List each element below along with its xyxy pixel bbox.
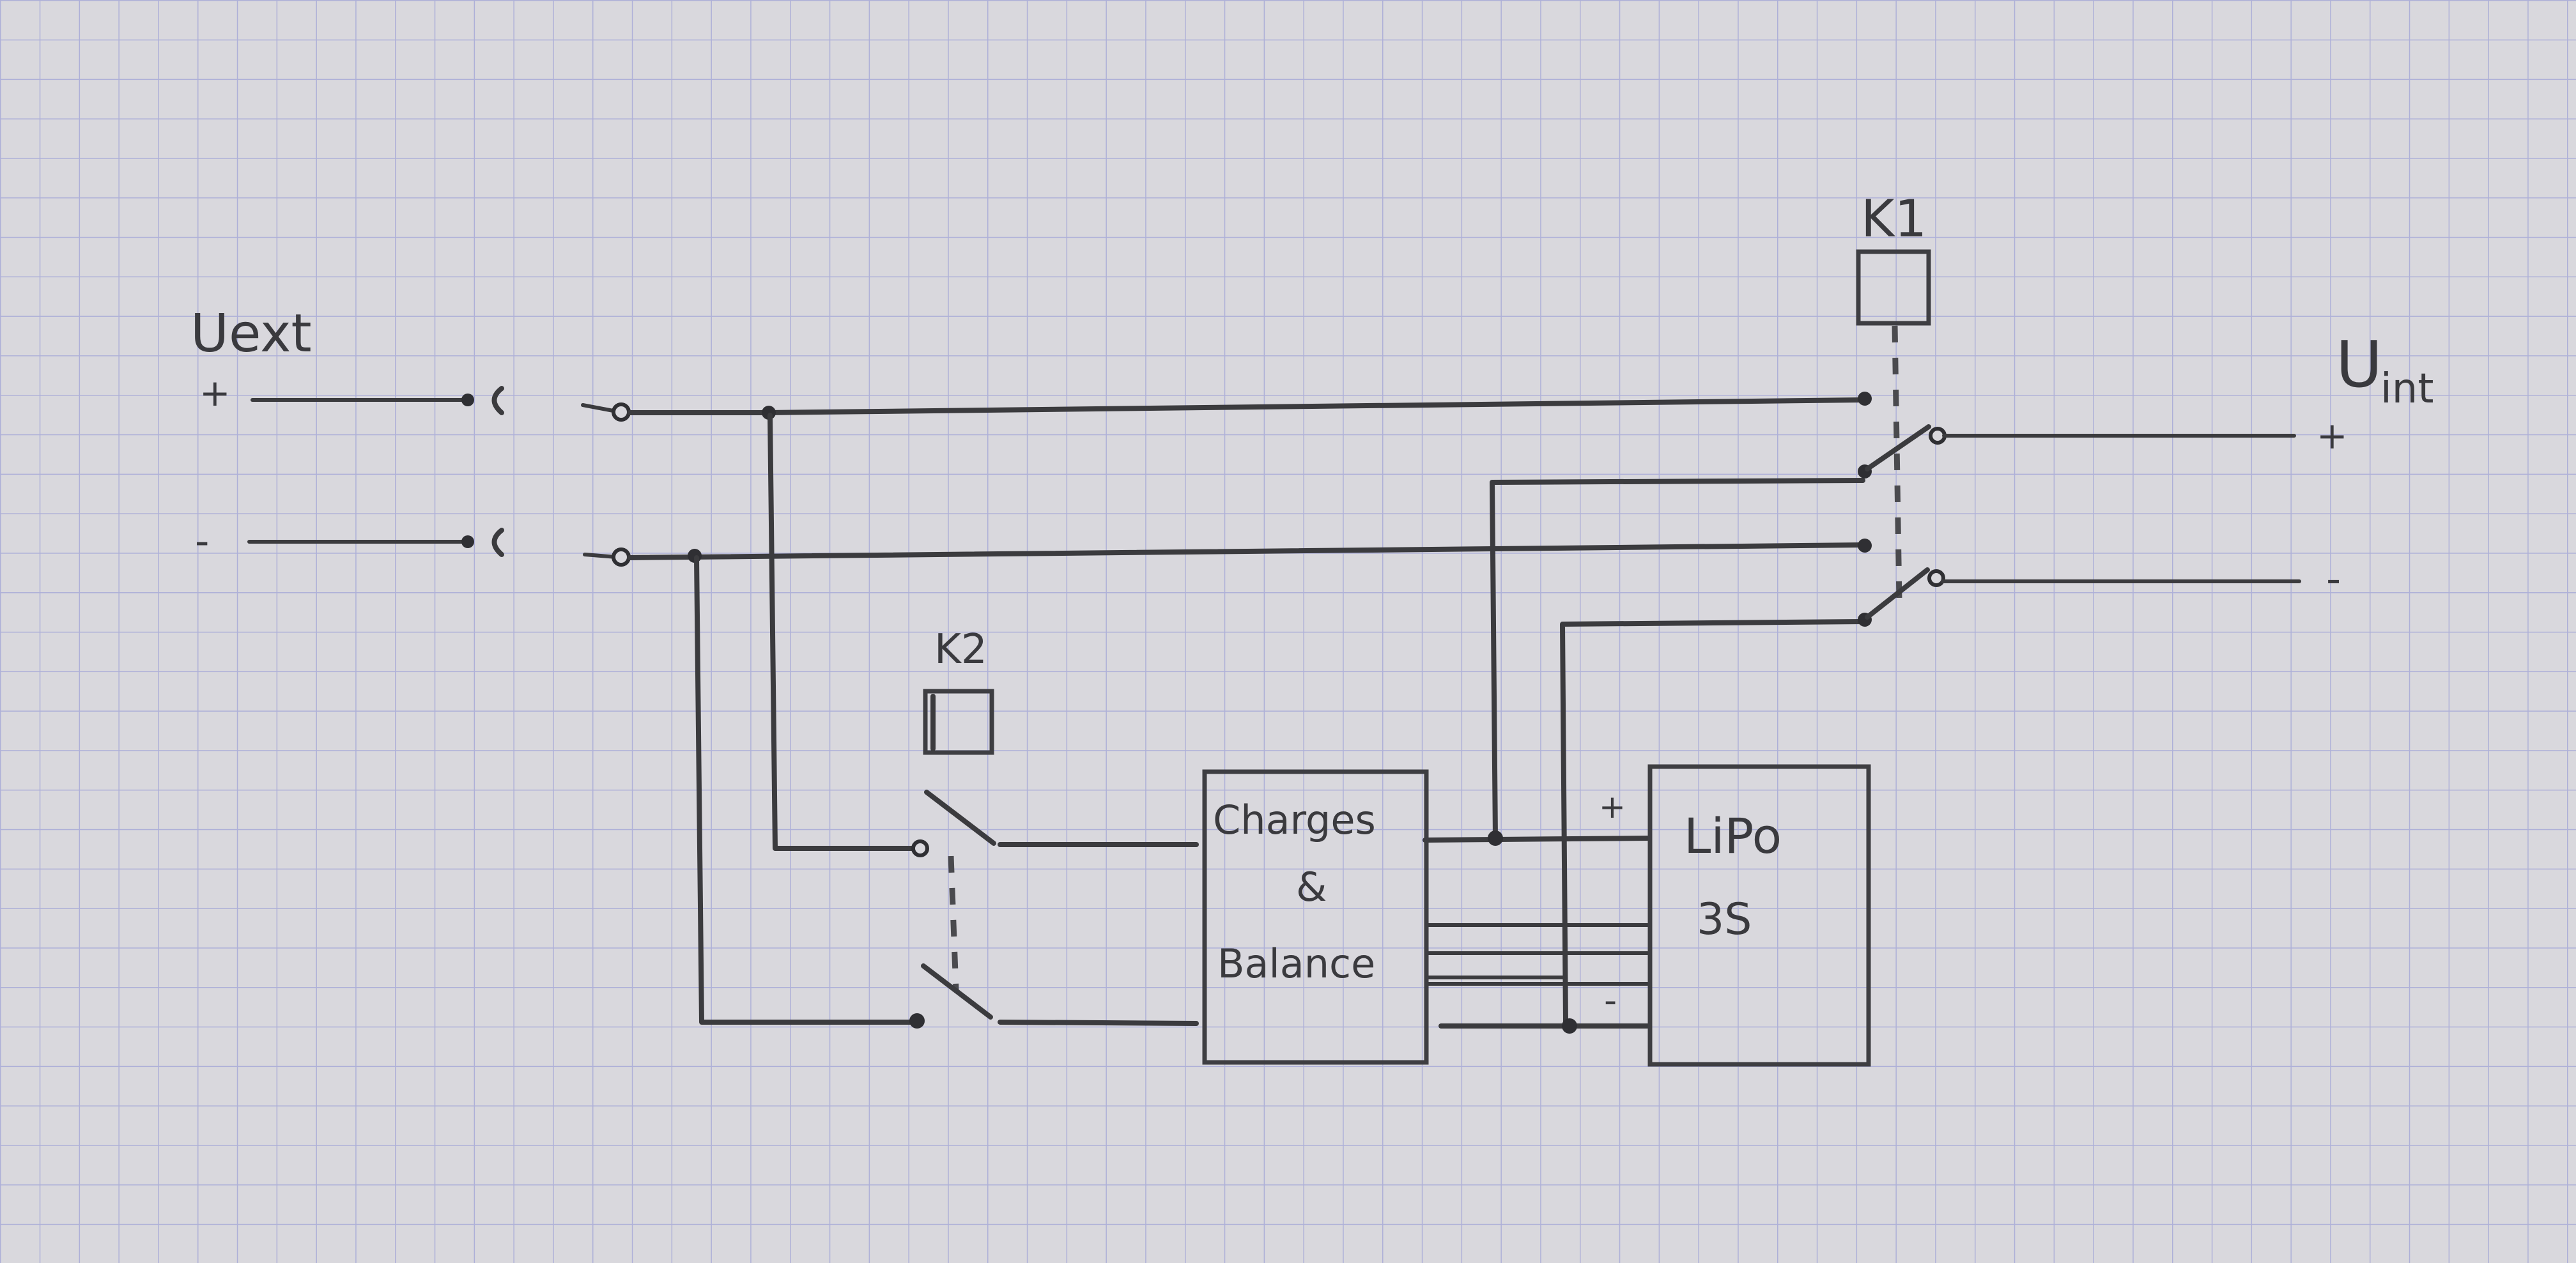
minus-rail	[627, 542, 1865, 560]
k1-plus-nc-contact	[1858, 392, 1872, 406]
charger-plus-junction	[1488, 831, 1503, 846]
battery-minus-sign: -	[1604, 980, 1617, 1022]
uint-minus-sign: -	[2326, 556, 2341, 603]
uext-plus-plug-pin	[612, 402, 631, 422]
k1-minus-switch-blade	[1865, 567, 1930, 620]
charger-box	[1202, 769, 1429, 1065]
battery-label-line1: LiPo	[1684, 808, 1782, 864]
battery-plus-sign: +	[1599, 788, 1626, 825]
charger-label-line2: &	[1296, 864, 1327, 910]
uext-minus-plug-pin	[612, 547, 631, 567]
uint-label: U	[2336, 327, 2382, 402]
uext-minus-contact-dot	[461, 535, 474, 548]
k2-label: K2	[934, 626, 987, 673]
external-supply	[247, 386, 631, 567]
k1-minus-no-contact	[1927, 569, 1945, 587]
k1-actuator-link	[1892, 325, 1902, 601]
uint-subscript: int	[2380, 365, 2433, 413]
relay-k1	[1856, 249, 2301, 627]
charger-minus-junction	[1562, 1018, 1577, 1034]
k1-coil	[1856, 249, 1931, 326]
k1-battery-minus	[1560, 619, 1865, 1025]
uext-minus-plug-stub	[583, 553, 619, 559]
battery-box	[1647, 764, 1871, 1067]
uext-plus-plug-stub	[581, 403, 619, 413]
k2-actuator-link	[948, 855, 959, 991]
k2-coil	[923, 689, 994, 755]
uext-minus-socket	[491, 528, 504, 557]
uext-plus-sign: +	[199, 371, 231, 415]
k1-label: K1	[1861, 189, 1927, 249]
k1-battery-plus	[1490, 478, 1865, 841]
k2-plus-feed	[767, 413, 918, 851]
uext-minus-sign: -	[195, 517, 209, 564]
uext-plus-socket	[491, 386, 504, 415]
k2-plus-contact	[911, 839, 929, 857]
k1-plus-switch-blade	[1865, 424, 1931, 471]
k2-minus-output	[998, 1020, 1199, 1026]
uext-plus-contact-dot	[461, 394, 474, 406]
k2-minus-feed	[694, 555, 916, 1025]
relay-k2	[909, 689, 1199, 1029]
k2-minus-switch-blade	[921, 963, 993, 1020]
charger-label-line1: Charges	[1213, 797, 1376, 843]
k2-plus-switch-blade	[924, 790, 996, 846]
uext-label: Uext	[190, 303, 312, 364]
k1-minus-nc-contact	[1858, 539, 1872, 553]
battery-label-line2: 3S	[1697, 894, 1752, 945]
charger-label-line3: Balance	[1217, 940, 1375, 987]
k2-minus-contact	[909, 1013, 925, 1029]
charger-plus-out	[1423, 836, 1650, 843]
uint-plus-sign: +	[2317, 414, 2348, 457]
main-wiring	[627, 397, 1865, 1034]
